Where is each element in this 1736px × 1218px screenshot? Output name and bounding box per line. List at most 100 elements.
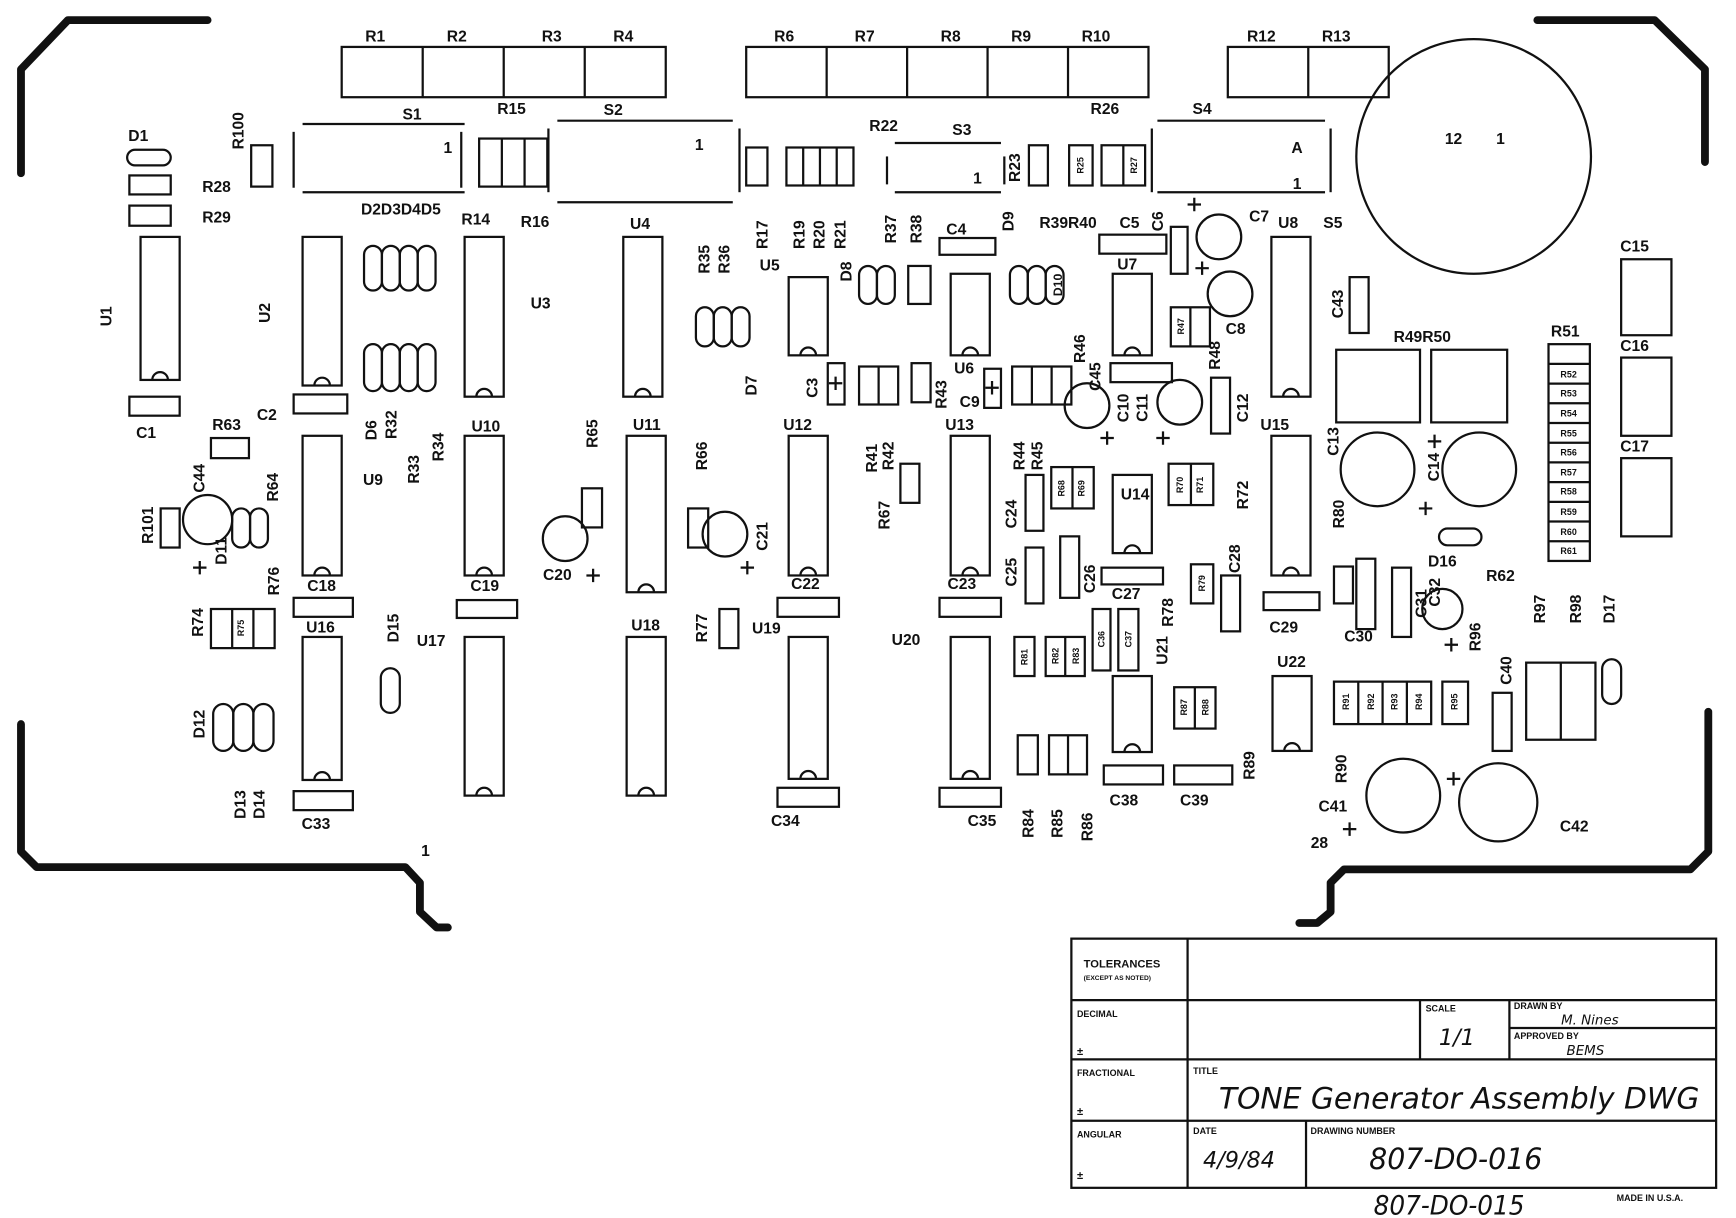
refdes-label: R20 — [811, 220, 828, 249]
refdes-label: R2 — [447, 28, 467, 45]
component-body — [1102, 764, 1165, 786]
refdes-label: R75 — [236, 620, 246, 636]
component-outlines — [126, 37, 1673, 843]
approved-by-label: APPROVED BY — [1514, 1031, 1579, 1041]
refdes-label: R12 — [1247, 28, 1276, 45]
ic-outline — [1111, 473, 1153, 555]
ic-notch — [475, 387, 494, 397]
capacitor-outline — [1195, 213, 1243, 261]
component-outline — [250, 144, 274, 188]
refdes-label: U8 — [1278, 215, 1298, 232]
refdes-label: C14 — [1426, 452, 1443, 481]
capacitor-outline — [1421, 587, 1464, 631]
ic-notch — [1282, 566, 1300, 576]
component-outline — [686, 507, 710, 549]
tolerances-label: TOLERANCES — [1084, 959, 1161, 971]
capacitor-outline — [1441, 431, 1518, 508]
refdes-label: C27 — [1112, 586, 1141, 603]
refdes-label: R95 — [1450, 694, 1460, 710]
connector-outline — [1355, 37, 1593, 275]
component-body — [1620, 356, 1673, 437]
refdes-label: R65 — [585, 419, 602, 448]
component-outline — [1047, 734, 1089, 776]
component-outline — [1491, 691, 1513, 753]
polarity-plus-icon — [586, 568, 600, 583]
component-outline — [910, 362, 932, 404]
component-outline — [1262, 591, 1321, 612]
ic-notch — [1282, 387, 1300, 397]
ic-body — [787, 635, 829, 780]
ic-body — [1271, 674, 1313, 753]
diode-outline — [857, 264, 879, 306]
refdes-label: R93 — [1389, 694, 1399, 710]
decimal-tolerance: ± — [1077, 1046, 1083, 1058]
component-body — [455, 598, 519, 620]
refdes-label: C12 — [1235, 393, 1252, 422]
component-body — [292, 790, 354, 812]
capacitor-outline — [1365, 757, 1442, 834]
refdes-label: U5 — [760, 257, 780, 274]
refdes-label: C43 — [1330, 289, 1347, 318]
ic-body — [1270, 434, 1312, 577]
ic-outline — [463, 235, 505, 398]
refdes-label: C37 — [1123, 631, 1133, 647]
component-body — [159, 507, 181, 549]
component-body — [292, 596, 354, 618]
polarity-plus-icon — [1100, 431, 1114, 445]
component-body — [1441, 680, 1470, 726]
board-edge-bottom-left — [17, 720, 452, 932]
ic-body — [1111, 674, 1153, 754]
component-body — [580, 487, 604, 529]
component-outline — [1620, 356, 1673, 437]
refdes-label: C29 — [1269, 619, 1298, 636]
component-body — [1547, 343, 1591, 563]
capacitor-outline — [1458, 762, 1539, 843]
decimal-label: DECIMAL — [1077, 1009, 1118, 1019]
refdes-label: C30 — [1344, 628, 1373, 645]
component-outline — [1620, 258, 1673, 337]
component-body — [1348, 276, 1370, 335]
refdes-label: R68 — [1056, 480, 1066, 496]
component-outline — [745, 45, 1150, 99]
component-outline — [292, 393, 349, 415]
refdes-label: D2D3D4D5 — [361, 202, 441, 219]
refdes-label: R98 — [1568, 594, 1585, 623]
ic-body — [1270, 235, 1312, 398]
component-body — [938, 236, 997, 256]
component-outline — [1169, 306, 1212, 348]
ic-outline — [625, 635, 667, 797]
component-body — [938, 596, 1003, 618]
ic-notch — [961, 346, 980, 356]
component-outline — [938, 236, 997, 256]
refdes-label: R36 — [716, 245, 733, 274]
diode-outline — [126, 148, 172, 167]
title-block: TOLERANCES (EXCEPT AS NOTED) DECIMAL ± F… — [1070, 937, 1718, 1218]
refdes-label: R86 — [1080, 812, 1097, 841]
refdes-label: R7 — [855, 28, 875, 45]
refdes-label: C44 — [191, 464, 208, 493]
component-body — [1390, 566, 1413, 639]
refdes-label: C45 — [1087, 362, 1104, 391]
angular-tolerance: ± — [1077, 1170, 1083, 1182]
component-body — [1024, 546, 1045, 605]
component-outline — [1226, 45, 1390, 99]
refdes-label: R60 — [1560, 527, 1576, 537]
refdes-label: R89 — [1242, 751, 1259, 780]
refdes-label: R35 — [696, 245, 713, 274]
refdes-label: C5 — [1119, 215, 1139, 232]
component-body — [209, 436, 251, 460]
pin-label: 28 — [1311, 835, 1329, 852]
component-outline — [1050, 465, 1095, 510]
component-outline — [776, 596, 841, 618]
component-outline — [128, 204, 172, 227]
refdes-label: U4 — [630, 216, 650, 233]
ic-outline — [949, 635, 991, 780]
refdes-label: U16 — [306, 619, 335, 636]
refdes-label: C10 — [1115, 393, 1132, 422]
refdes-label: D1 — [128, 128, 148, 145]
refdes-label: S5 — [1323, 215, 1342, 232]
refdes-label: R41 — [864, 444, 881, 473]
pin-label: 1 — [443, 140, 452, 157]
refdes-label: R74 — [190, 608, 207, 637]
component-body — [292, 393, 349, 415]
